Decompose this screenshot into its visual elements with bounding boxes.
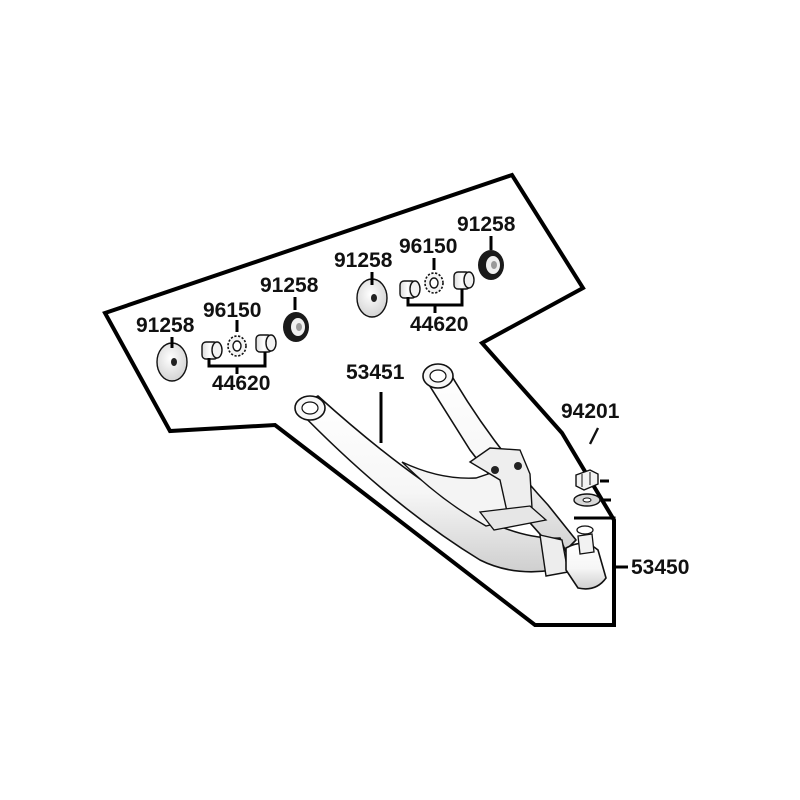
leader-lines [170, 236, 628, 625]
label-94201: 94201 [561, 400, 620, 423]
bushing-44620-a1 [201, 341, 223, 360]
label-91258-c: 91258 [334, 249, 393, 272]
label-91258-b: 91258 [260, 274, 319, 297]
washer [573, 493, 601, 507]
label-96150-a: 96150 [203, 299, 261, 322]
bushing-44620-b2 [453, 271, 475, 290]
label-44620-a: 44620 [212, 372, 270, 395]
label-96150-b: 96150 [399, 235, 457, 258]
seal-91258-a [283, 312, 309, 342]
label-53451: 53451 [346, 361, 405, 384]
seal-91258-b [478, 250, 504, 280]
bushing-44620-a2 [255, 334, 277, 353]
label-91258-d: 91258 [457, 213, 516, 236]
bearing-96150-a [227, 335, 247, 357]
label-44620-b: 44620 [410, 313, 468, 336]
castle-nut [575, 469, 599, 491]
ball-joint-53450 [565, 525, 607, 590]
label-53450: 53450 [631, 556, 689, 579]
cotter-pin-94201 [588, 427, 600, 445]
bearing-96150-b [424, 272, 444, 294]
bushing-44620-b1 [399, 280, 421, 299]
label-91258-a: 91258 [136, 314, 195, 337]
a-arm-53451 [294, 363, 577, 577]
washer-91258-a [156, 342, 188, 382]
